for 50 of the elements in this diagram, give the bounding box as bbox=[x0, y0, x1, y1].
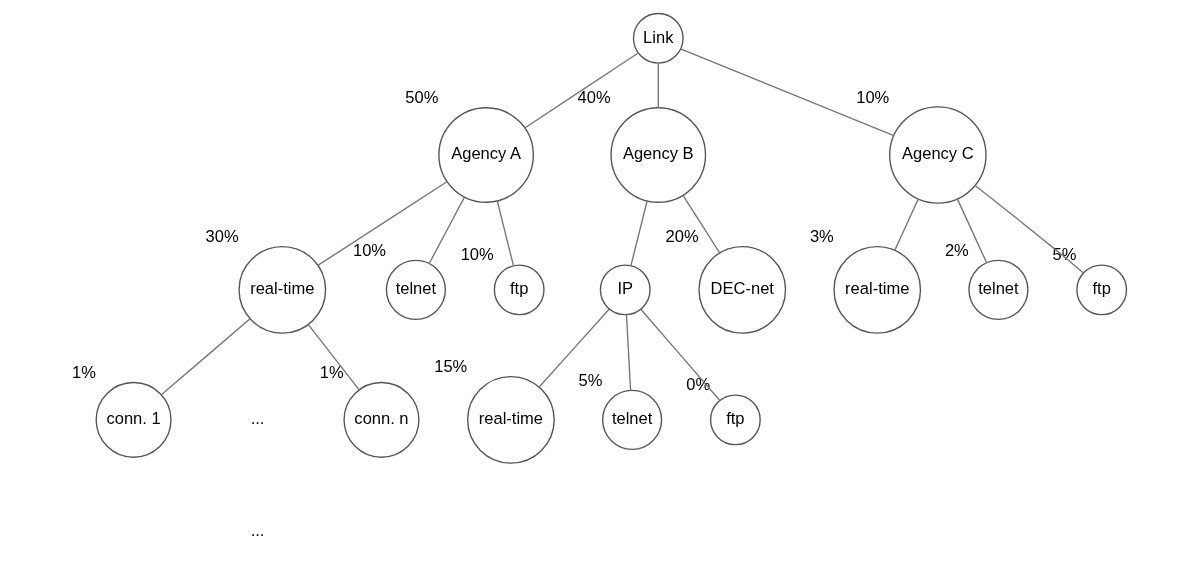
node-circle: Link bbox=[632, 12, 684, 64]
node-circle: Agency B bbox=[610, 107, 707, 203]
node-circle: ftp bbox=[1076, 264, 1128, 316]
node-label: 50% bbox=[405, 88, 439, 108]
node-label: 1% bbox=[319, 362, 344, 382]
node-circle: DEC-net bbox=[698, 245, 787, 334]
connector bbox=[538, 308, 611, 388]
node-circle: IP bbox=[599, 264, 651, 316]
node-circle: Agency C bbox=[889, 106, 987, 204]
connector bbox=[974, 184, 1085, 274]
connector bbox=[428, 196, 466, 265]
node-label: 10% bbox=[460, 245, 494, 265]
node-circle: conn. n bbox=[343, 381, 420, 458]
node-label: 30% bbox=[205, 227, 239, 247]
connector bbox=[682, 194, 721, 254]
node-label: 10% bbox=[352, 241, 387, 260]
connector bbox=[640, 308, 721, 401]
connector bbox=[625, 314, 632, 392]
node-label: 40% bbox=[577, 88, 611, 108]
node-label: 3% bbox=[809, 227, 834, 247]
node-label: 5% bbox=[1052, 245, 1077, 265]
connector bbox=[307, 324, 360, 391]
connector bbox=[160, 318, 251, 396]
node-circle: telnet bbox=[385, 259, 447, 320]
connector bbox=[657, 62, 659, 109]
node-label: 20% bbox=[665, 227, 699, 247]
connector bbox=[630, 200, 648, 267]
node-circle: ftp bbox=[493, 264, 545, 316]
connector bbox=[317, 180, 448, 266]
connector bbox=[956, 198, 988, 264]
node-circle: ftp bbox=[709, 394, 761, 446]
node-label: 2% bbox=[944, 241, 969, 260]
label: ... bbox=[250, 520, 265, 540]
node-circle: real-time bbox=[238, 245, 327, 334]
node-circle: conn. 1 bbox=[95, 381, 172, 458]
label: ... bbox=[250, 409, 265, 429]
connector bbox=[524, 52, 639, 129]
connector bbox=[893, 198, 919, 252]
connector bbox=[680, 48, 895, 137]
node-circle: real-time bbox=[467, 375, 555, 464]
node-label: 1% bbox=[71, 362, 96, 382]
node-label: 0% bbox=[686, 375, 711, 395]
node-circle: Agency A bbox=[438, 107, 535, 203]
node-circle: telnet bbox=[968, 259, 1029, 320]
node-label: 15% bbox=[434, 357, 468, 377]
node-label: 5% bbox=[578, 371, 603, 390]
node-circle: telnet bbox=[601, 389, 663, 450]
connector bbox=[496, 200, 515, 267]
node-label: 10% bbox=[856, 87, 890, 107]
node-circle: real-time bbox=[833, 245, 922, 334]
